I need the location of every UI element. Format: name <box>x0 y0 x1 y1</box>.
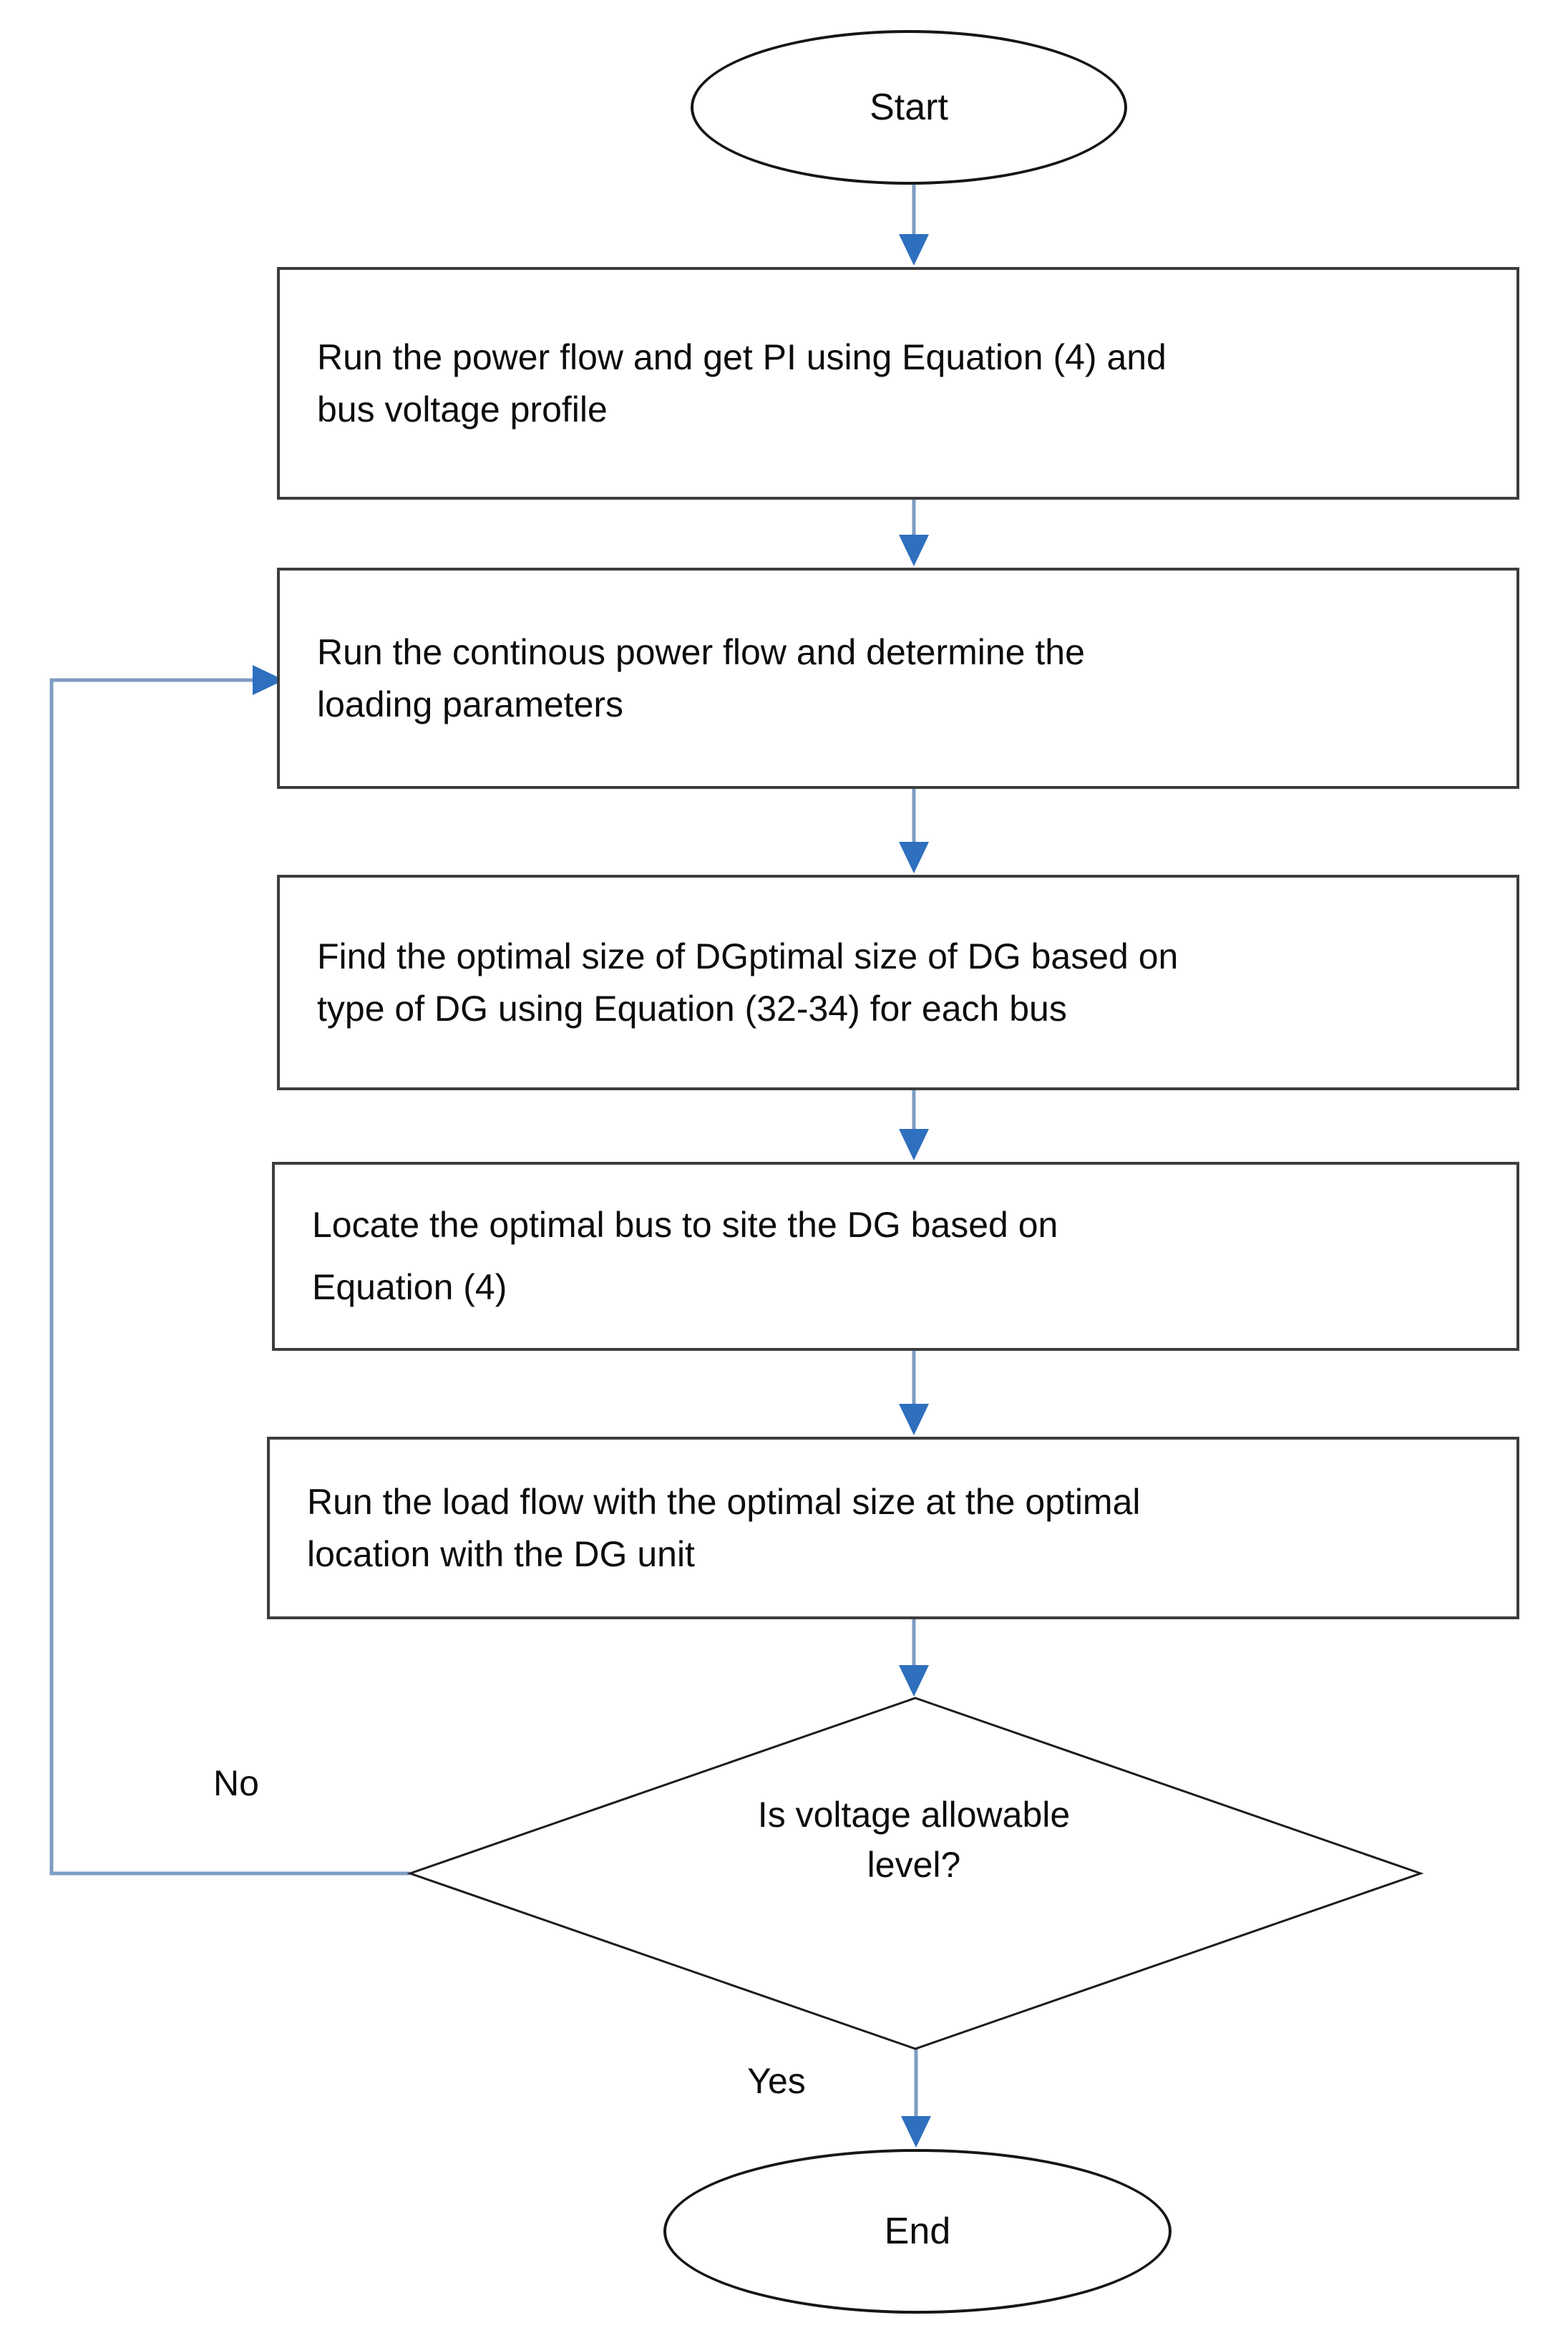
arrow-optimal-bus-to-load-flow <box>899 1351 929 1435</box>
process-box-load-flow: Run the load flow with the optimal size … <box>267 1437 1519 1619</box>
process-box-optimal-bus-label: Locate the optimal bus to site the DG ba… <box>312 1204 1058 1308</box>
start-label: Start <box>870 87 948 128</box>
process-box-load-flow-label: Run the load flow with the optimal size … <box>307 1482 1141 1574</box>
process-box-power-flow: Run the power flow and get PI using Equa… <box>277 267 1519 500</box>
arrow-continuous-to-optimal-size <box>899 789 929 873</box>
end-label: End <box>884 2211 951 2252</box>
process-box-power-flow-label: Run the power flow and get PI using Equa… <box>317 337 1167 430</box>
no-label-text: No <box>213 1763 259 1803</box>
process-box-continuous-power-flow: Run the continous power flow and determi… <box>277 568 1519 789</box>
process-box-optimal-bus: Locate the optimal bus to site the DG ba… <box>272 1162 1519 1351</box>
arrow-load-flow-to-decision <box>899 1619 929 1697</box>
arrow-decision-to-end <box>901 2049 931 2148</box>
process-box-optimal-size-label: Find the optimal size of DGptimal size o… <box>317 936 1179 1029</box>
arrow-power-flow-to-continuous <box>899 500 929 566</box>
decision-diamond-shape <box>406 1697 1424 2050</box>
decision-diamond-label: Is voltage allowable level? <box>757 1795 1071 1885</box>
process-box-optimal-size: Find the optimal size of DGptimal size o… <box>277 875 1519 1090</box>
process-box-continuous-power-flow-label: Run the continous power flow and determi… <box>317 632 1085 724</box>
no-label: No <box>172 1762 301 1804</box>
yes-label-text: Yes <box>747 2061 806 2101</box>
start-node: Start <box>691 30 1127 185</box>
arrow-start-to-power-flow <box>899 185 929 266</box>
yes-label: Yes <box>708 2060 844 2102</box>
arrow-optimal-size-to-optimal-bus <box>899 1090 929 1160</box>
end-node: End <box>663 2149 1172 2314</box>
no-loop-connector <box>49 665 410 1876</box>
